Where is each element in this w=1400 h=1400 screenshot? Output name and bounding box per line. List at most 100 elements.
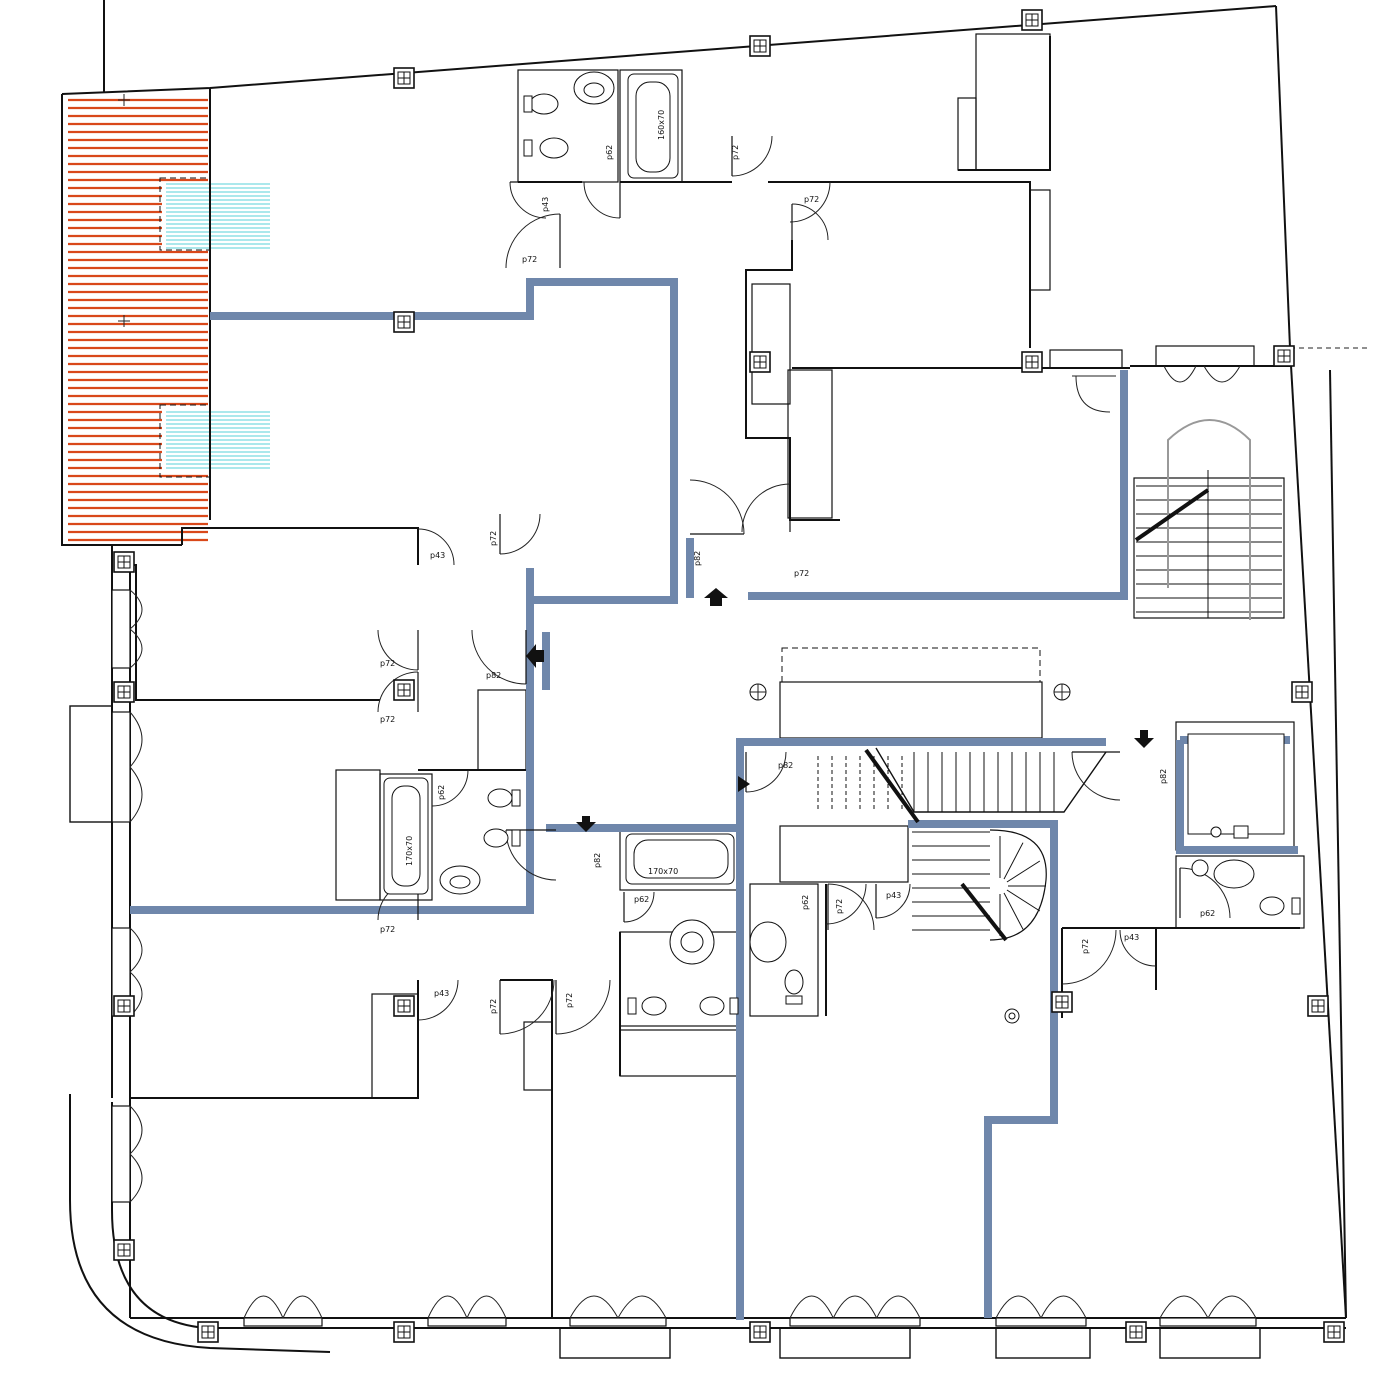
window-icon: [111, 589, 143, 669]
bath-label-top: 160x70: [657, 110, 666, 140]
interior-walls: [129, 33, 1305, 1318]
door-swing: p72: [827, 883, 875, 931]
drain-icon: [749, 683, 1071, 1024]
door-swing: p82: [745, 751, 793, 793]
door-swing: p43: [875, 883, 911, 919]
door-label: p82: [593, 853, 602, 868]
column-icon: [749, 1321, 771, 1343]
door-swing: p43: [417, 528, 455, 566]
planter-top: [162, 182, 270, 250]
door-swing: p72: [377, 629, 419, 671]
door-swing: p72: [489, 979, 555, 1035]
column-icon: [393, 995, 415, 1017]
door-label: p62: [437, 785, 446, 800]
door-label: p72: [1081, 939, 1090, 954]
lift: [1187, 733, 1285, 839]
door-label: p72: [380, 715, 395, 724]
column-icon: [1273, 345, 1295, 367]
door-swing: p62: [1179, 867, 1231, 919]
door-swing: p72: [377, 671, 419, 724]
bathtub-icon: [383, 73, 735, 895]
door-label: p62: [634, 895, 649, 904]
column-icon: [749, 35, 771, 57]
toilet-icon: [483, 93, 1301, 1016]
door-label: p62: [605, 145, 614, 160]
column-icon: [1021, 351, 1043, 373]
window-icon: [789, 1295, 921, 1327]
door-label: p43: [886, 891, 901, 900]
outer-walls: [61, 0, 1370, 1353]
door-swing: p72: [555, 979, 611, 1035]
door-label: p43: [1124, 933, 1139, 942]
column-icon: [113, 551, 135, 573]
window-icon: [243, 1295, 323, 1327]
column-icon: [113, 681, 135, 703]
door-swing: p43: [1119, 929, 1157, 967]
door-label: p72: [489, 531, 498, 546]
window-icon: [69, 365, 1261, 1359]
door-label: p43: [541, 197, 550, 212]
window-icon: [995, 1295, 1087, 1327]
door-label: p62: [1200, 909, 1215, 918]
door-label: p72: [522, 255, 537, 264]
door-swing: p72: [741, 483, 809, 578]
bath-labels: 160x70 170x70 170x70: [405, 110, 678, 876]
door-label: p72: [794, 569, 809, 578]
column-icon: [393, 311, 415, 333]
door-label: p72: [835, 899, 844, 914]
shaft-walls: [130, 278, 1298, 1320]
column-icon: [1323, 1321, 1345, 1343]
column-icon: [1125, 1321, 1147, 1343]
door-swing: p62: [623, 891, 655, 923]
column-icon: [113, 995, 135, 1017]
window-icon: [427, 1295, 507, 1327]
window-icon: [111, 711, 143, 823]
door-swing: p72: [505, 213, 561, 269]
window-icon: [111, 1105, 143, 1203]
door-label: p82: [1159, 769, 1168, 784]
door-swing: [791, 203, 829, 241]
door-label: p82: [778, 761, 793, 770]
washbasin-icon: [439, 71, 1255, 965]
column-icon: [1291, 681, 1313, 703]
door-swing: p72: [731, 135, 773, 177]
bath-label-mid: 170x70: [648, 867, 678, 876]
door-swing: p72: [1061, 929, 1117, 985]
door-swing: p43: [417, 979, 459, 1021]
door-swing: p82: [1071, 751, 1168, 801]
window-icon: [1159, 1295, 1257, 1327]
door-swing: p62: [431, 769, 469, 807]
window-icon: [569, 1295, 667, 1327]
door-swing: p43: [509, 181, 550, 219]
bath-label-left: 170x70: [405, 836, 414, 866]
column-icon: [393, 1321, 415, 1343]
column-icon: [1051, 991, 1073, 1013]
door-label: p72: [380, 659, 395, 668]
door-label: p72: [380, 925, 395, 934]
column-icon: [113, 9, 1345, 1343]
door-swing: p62: [583, 145, 621, 219]
column-icon: [1307, 995, 1329, 1017]
door-label: p72: [804, 195, 819, 204]
planter-bottom: [162, 410, 270, 472]
entrance-arrow-icon: [526, 588, 1154, 832]
stair-icon: [817, 419, 1282, 942]
terrace-decking: [68, 98, 208, 542]
column-icon: [749, 351, 771, 373]
column-icon: [393, 679, 415, 701]
window-icon: [1072, 365, 1241, 413]
door-label: p72: [731, 145, 740, 160]
column-icon: [197, 1321, 219, 1343]
door-swing: p72: [489, 513, 541, 555]
door-swing: p62: [801, 883, 867, 925]
door-swing: p82: [471, 629, 527, 685]
door-swing: p72: [789, 181, 831, 223]
door-label: p62: [801, 895, 810, 910]
door-label: p82: [486, 671, 501, 680]
column-icon: [113, 1239, 135, 1261]
door-label: p72: [565, 993, 574, 1008]
door-label: p82: [693, 551, 702, 566]
door-label: p43: [434, 989, 449, 998]
door-swing: p82: [689, 479, 745, 566]
